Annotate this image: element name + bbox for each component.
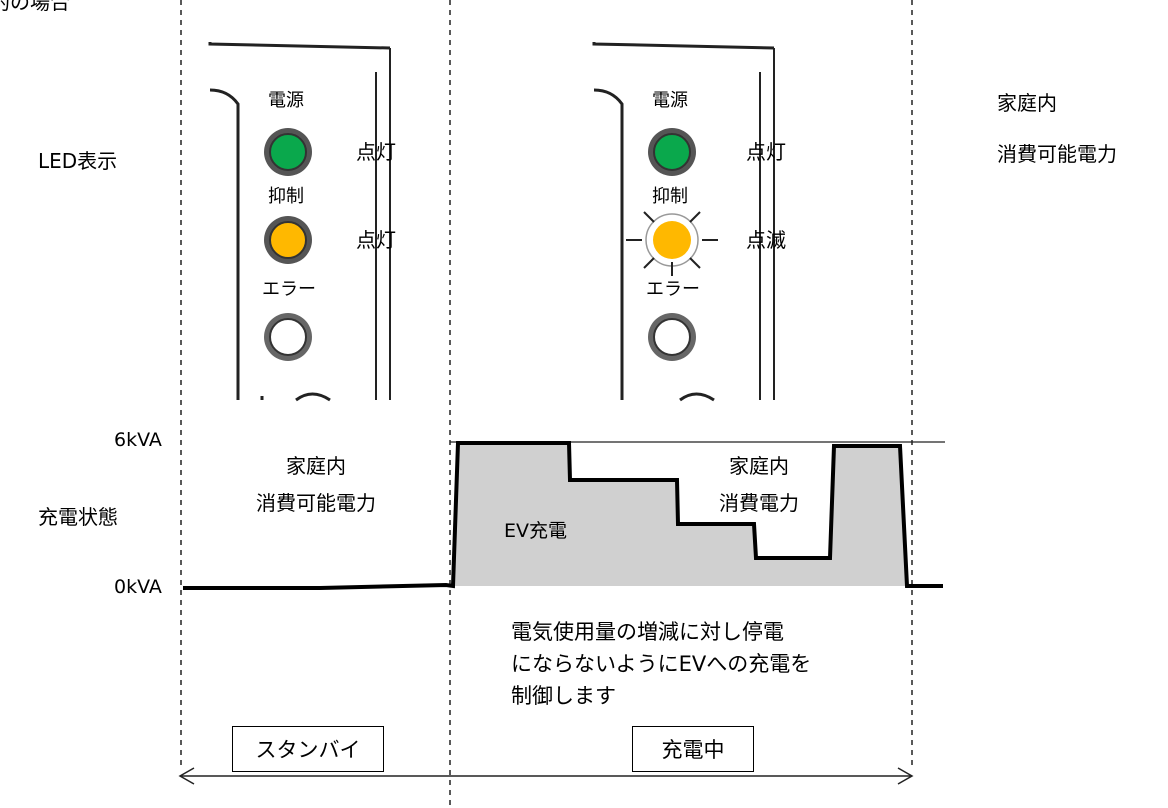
led-suppress-icon xyxy=(269,221,307,259)
led-panel-charging xyxy=(592,42,775,402)
standby-capacity-line2: 消費可能電力 xyxy=(256,491,376,515)
led-power-icon xyxy=(653,133,691,171)
description-line1: 電気使用量の増減に対し停電 xyxy=(511,620,784,644)
right-label-line1: 家庭内 xyxy=(997,91,1057,115)
led-blinking-icon xyxy=(653,221,691,259)
phase-dividers xyxy=(180,0,913,808)
suppress-led-state: 点灯 xyxy=(356,228,396,252)
home-consumption-line1: 家庭内 xyxy=(729,454,789,478)
duration-arrow xyxy=(178,767,914,785)
state-charging-label: 充電中 xyxy=(661,738,725,762)
contract-label: 契約の場合 xyxy=(0,0,70,14)
error-led-label: エラー xyxy=(262,279,316,300)
standby-capacity-line1: 家庭内 xyxy=(286,454,346,478)
charge-curve xyxy=(183,441,943,590)
y-axis-top-label: 6kVA xyxy=(114,429,162,451)
suppress-led-label: 抑制 xyxy=(652,186,688,207)
led-error-icon xyxy=(653,318,691,356)
description-line3: 制御します xyxy=(511,684,616,708)
led-row-label: LED表示 xyxy=(38,149,118,173)
state-charging-box: 充電中 xyxy=(632,726,754,772)
ev-charge-label: EV充電 xyxy=(504,520,568,542)
right-label-line2: 消費可能電力 xyxy=(997,142,1117,166)
error-led-label: エラー xyxy=(646,279,700,300)
suppress-led-label: 抑制 xyxy=(268,186,304,207)
suppress-led-state: 点滅 xyxy=(746,228,786,252)
led-panel-standby xyxy=(208,42,391,402)
led-error-icon xyxy=(269,318,307,356)
description-line2: にならないようにEVへの充電を xyxy=(511,652,812,676)
home-consumption-line2: 消費電力 xyxy=(719,491,799,515)
power-led-label: 電源 xyxy=(268,90,304,111)
ev-charge-area xyxy=(453,443,907,586)
state-standby-box: スタンバイ xyxy=(232,726,384,772)
y-axis-bottom-label: 0kVA xyxy=(114,576,162,598)
power-led-state: 点灯 xyxy=(356,140,396,164)
blink-rays-icon xyxy=(626,211,718,276)
state-standby-label: スタンバイ xyxy=(255,738,361,762)
charge-row-label: 充電状態 xyxy=(38,505,118,529)
led-power-icon xyxy=(269,133,307,171)
power-led-state: 点灯 xyxy=(746,140,786,164)
power-led-label: 電源 xyxy=(652,90,688,111)
